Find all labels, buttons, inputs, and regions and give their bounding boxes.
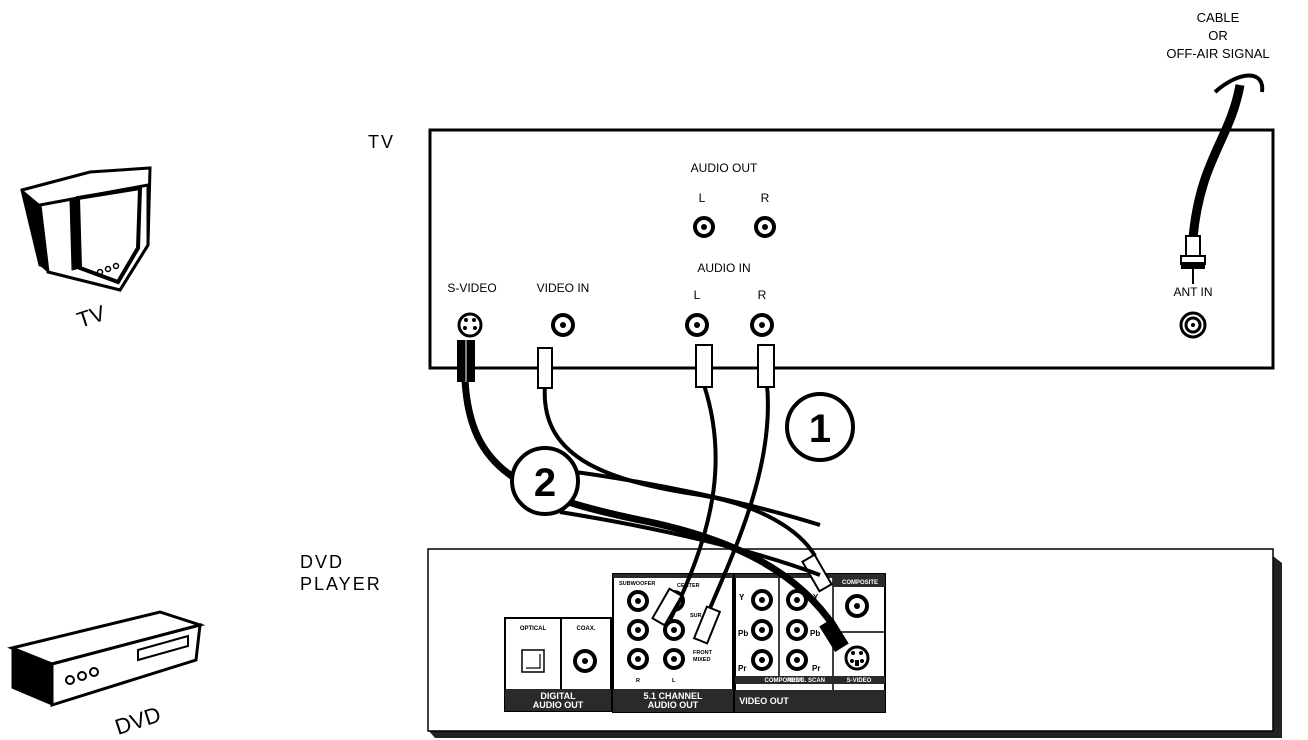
optical-label: OPTICAL: [520, 626, 547, 632]
callout-one-text: 1: [809, 407, 831, 451]
tv-audio-in-l-label: L: [694, 288, 701, 302]
dvd-illustration-icon: [7, 610, 206, 708]
front-label-line2: MIXED: [693, 657, 710, 663]
audio-l-cable: [651, 344, 718, 627]
component-pb-jack[interactable]: [751, 619, 773, 641]
front-r-jack[interactable]: [627, 648, 649, 670]
channel-r-label: R: [636, 678, 640, 684]
tv-icon-caption: TV: [74, 300, 109, 333]
digital-audio-out-section: OPTICAL COAX. DIGITAL AUDIO OUT: [504, 617, 612, 712]
channel-l-label: L: [672, 678, 676, 684]
tv-audio-out-label: AUDIO OUT: [691, 161, 758, 175]
front-l-jack[interactable]: [663, 648, 685, 670]
tv-audio-out-r-label: R: [761, 191, 770, 205]
prog-scan-label: PROG. SCAN: [787, 678, 825, 684]
digital-audio-out-line2: AUDIO OUT: [533, 700, 584, 710]
dvd-s-video-jack[interactable]: [844, 645, 870, 671]
tv-ant-in-label: ANT IN: [1173, 285, 1212, 299]
cable-label-line3: OFF-AIR SIGNAL: [1166, 46, 1269, 61]
tv-video-in-label: VIDEO IN: [537, 281, 590, 295]
coax-jack[interactable]: [573, 649, 597, 673]
surround-r-jack[interactable]: [627, 619, 649, 641]
prog-pb-jack[interactable]: [786, 619, 808, 641]
composite-label: COMPOSITE: [842, 580, 878, 586]
cable-label-line2: OR: [1208, 28, 1228, 43]
antenna-cable: [1180, 73, 1265, 284]
prog-y-jack[interactable]: [786, 589, 808, 611]
dvd-heading-line2: PLAYER: [300, 574, 382, 594]
optical-port[interactable]: [521, 649, 545, 673]
channel-51-audio-out-section: SUBWOOFER CENTER SUR FRONT MIXED R L 5.1…: [612, 573, 734, 713]
subwoofer-jack[interactable]: [627, 590, 649, 612]
component-y-jack[interactable]: [751, 589, 773, 611]
prog-pr-jack[interactable]: [786, 649, 808, 671]
tv-illustration-icon: [20, 166, 152, 292]
composite-jack[interactable]: [845, 594, 869, 618]
tv-audio-out-l-jack[interactable]: [693, 216, 715, 238]
tv-ant-in-jack[interactable]: [1179, 311, 1207, 339]
dvd-s-video-label: S-VIDEO: [847, 678, 872, 684]
channel-51-line1: 5.1 CHANNEL: [643, 691, 703, 701]
prog-pb-label: Pb: [810, 629, 820, 638]
tv-audio-in-r-label: R: [758, 288, 767, 302]
tv-s-video-label: S-VIDEO: [447, 281, 496, 295]
tv-audio-in-label: AUDIO IN: [697, 261, 750, 275]
prog-pr-label: Pr: [812, 664, 820, 673]
digital-audio-out-line1: DIGITAL: [540, 691, 576, 701]
surround-l-jack[interactable]: [663, 619, 685, 641]
video-out-label: VIDEO OUT: [739, 696, 789, 706]
tv-video-in-jack[interactable]: [551, 313, 575, 337]
callout-two-text: 2: [534, 461, 556, 505]
sur-label: SUR: [690, 613, 702, 619]
callout-two: 2: [510, 446, 821, 577]
audio-r-cable: [692, 344, 775, 645]
coax-label: COAX.: [576, 626, 595, 632]
front-label-line1: FRONT: [693, 650, 713, 656]
tv-heading: TV: [368, 132, 395, 152]
subwoofer-label: SUBWOOFER: [619, 581, 655, 587]
s-video-cable: [457, 340, 849, 652]
component-label: COMPONENT: [765, 678, 804, 684]
component-pr-label: Pr: [738, 664, 746, 673]
video-out-section: Y Pb Pr Y Pb Pr COMPOSITE COMPONENT PROG…: [734, 573, 886, 713]
callout-one: 1: [785, 392, 855, 462]
component-y-label: Y: [739, 593, 745, 602]
tv-audio-in-r-jack[interactable]: [750, 313, 774, 337]
dvd-icon-caption: DVD: [112, 702, 164, 740]
component-pr-jack[interactable]: [751, 649, 773, 671]
channel-51-line2: AUDIO OUT: [648, 700, 699, 710]
tv-audio-out-r-jack[interactable]: [754, 216, 776, 238]
center-label: CENTER: [677, 583, 700, 589]
cable-label-line1: CABLE: [1197, 10, 1240, 25]
tv-audio-in-l-jack[interactable]: [685, 313, 709, 337]
component-pb-label: Pb: [738, 629, 748, 638]
dvd-heading-line1: DVD: [300, 552, 344, 572]
tv-audio-out-l-label: L: [699, 191, 706, 205]
tv-s-video-jack[interactable]: [457, 312, 483, 338]
prog-y-label: Y: [813, 593, 819, 602]
